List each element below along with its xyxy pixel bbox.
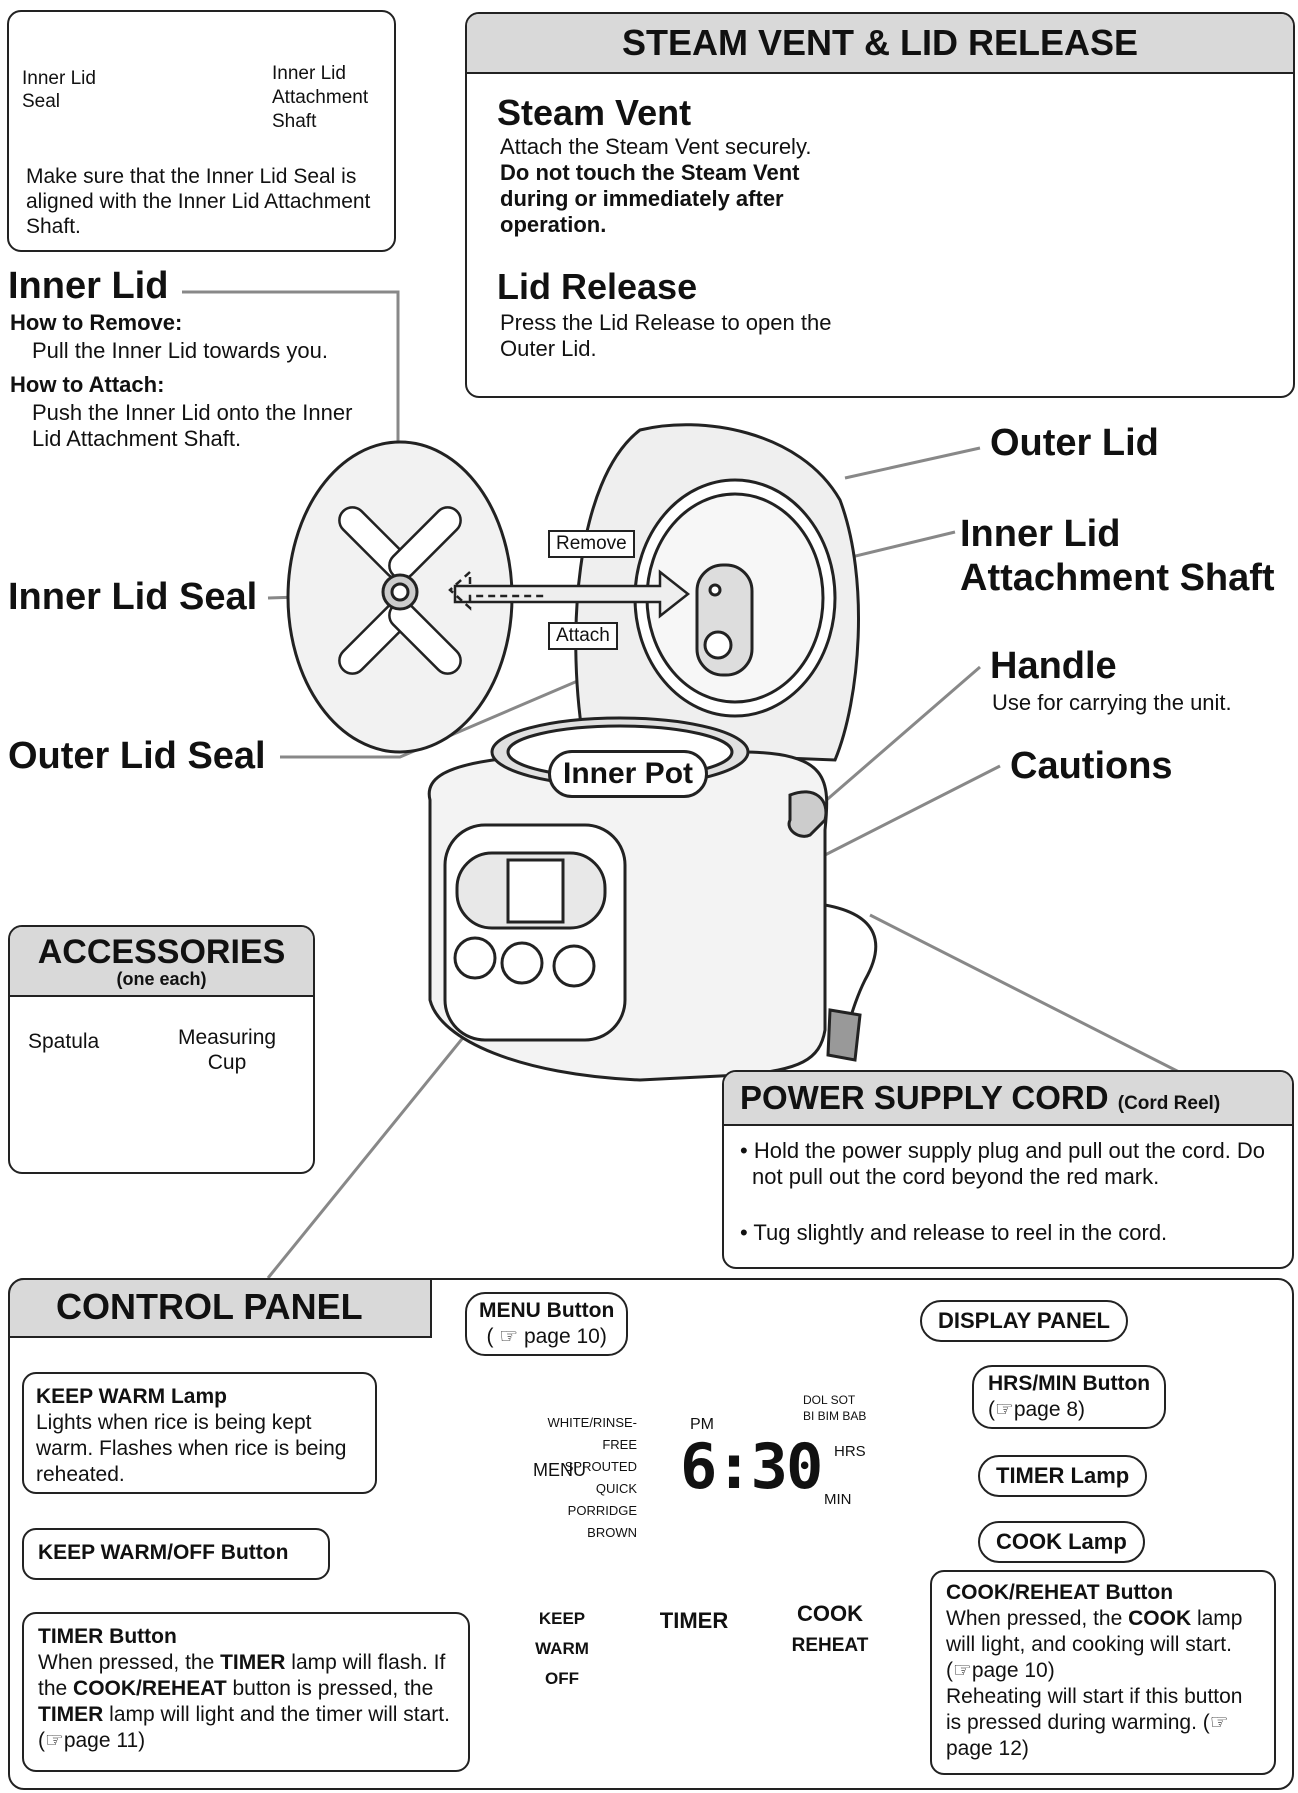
outer-lid-seal-label: Outer Lid Seal — [8, 735, 266, 777]
seal-note-box: Inner Lid Seal Inner Lid Attachment Shaf… — [7, 10, 396, 252]
lid-release-text: Press the Lid Release to open the Outer … — [500, 310, 832, 361]
remove-attach-arrows — [448, 569, 691, 619]
control-panel-header — [8, 1278, 432, 1338]
handle-label: Handle — [990, 645, 1117, 687]
cook-reheat-button[interactable]: COOK REHEAT — [791, 1601, 869, 1656]
inner-pot-label: Inner Pot — [548, 750, 709, 798]
keepwarm-off-button[interactable]: KEEP WARM OFF — [535, 1609, 589, 1688]
steam-vent-warning: Do not touch the Steam Vent during or im… — [500, 160, 800, 237]
cord-leader — [869, 913, 1186, 1077]
control-panel-title: CONTROL PANEL — [56, 1286, 363, 1327]
remove-arrow-label: Remove — [548, 530, 635, 558]
steam-vent-box: STEAM VENT & LID RELEASE Steam Vent Atta… — [465, 12, 1295, 398]
inner-lid-shaft-label: Inner Lid Attachment Shaft — [960, 513, 1275, 599]
outer-lid-leader — [844, 446, 981, 480]
menu-button[interactable]: MENU — [533, 1460, 586, 1480]
time-display: 6:30 — [680, 1430, 823, 1503]
hrs-button[interactable]: HRS — [834, 1443, 866, 1460]
inner-lid-attach-text: Push the Inner Lid onto the Inner Lid At… — [32, 400, 353, 451]
handle-leader — [814, 665, 981, 812]
cord-box: POWER SUPPLY CORD (Cord Reel) • Hold the… — [722, 1070, 1294, 1269]
inner-lid-remove: How to Remove: — [10, 310, 183, 335]
inner-lid-leader — [182, 290, 400, 512]
seal-note-text: Make sure that the Inner Lid Seal is ali… — [26, 165, 371, 238]
dolsot-label: DOL SOT BI BIM BAB — [803, 1393, 867, 1423]
timer-button-callout: TIMER Button When pressed, the TIMER lam… — [22, 1612, 470, 1772]
inner-lid-title: Inner Lid — [8, 265, 169, 307]
min-button[interactable]: MIN — [824, 1491, 852, 1508]
inner-lid-attach: How to Attach: — [10, 372, 165, 397]
shaft-label: Inner Lid Attachment Shaft — [272, 63, 369, 132]
inner-lid-remove-text: Pull the Inner Lid towards you. — [32, 338, 328, 363]
spatula-label: Spatula — [28, 1030, 100, 1053]
steam-vent-heading: Steam Vent — [497, 92, 692, 133]
cautions-label: Cautions — [1010, 745, 1173, 787]
steam-vent-text: Attach the Steam Vent securely. — [500, 134, 812, 159]
inner-lid-seal-label: Inner Lid Seal — [8, 576, 258, 618]
timer-button[interactable]: TIMER — [659, 1608, 729, 1633]
pm-indicator: PM — [690, 1416, 714, 1433]
hrsmin-button-callout: HRS/MIN Button (☞page 8) — [972, 1365, 1167, 1429]
cook-reheat-callout: COOK/REHEAT Button When pressed, the COO… — [930, 1570, 1276, 1775]
seal-label: Inner Lid Seal — [22, 68, 96, 112]
accessories-title: ACCESSORIES — [37, 933, 286, 971]
timer-lamp-callout: TIMER Lamp — [978, 1455, 1148, 1497]
cup-label: Measuring Cup — [178, 1026, 277, 1074]
menu-button-callout: MENU Button ( ☞ page 10) — [465, 1292, 629, 1356]
cord-bullet-1: • Hold the power supply plug and pull ou… — [740, 1138, 1266, 1189]
display-panel-callout: DISPLAY PANEL — [920, 1300, 1128, 1342]
outer-lid-seal-leader — [280, 663, 616, 759]
accessories-subtitle: (one each) — [116, 969, 207, 989]
inner-lid-illustration — [286, 440, 514, 754]
lid-release-heading: Lid Release — [497, 266, 698, 307]
keepwarm-lamp-callout: KEEP WARM Lamp Lights when rice is being… — [22, 1372, 377, 1494]
handle-text: Use for carrying the unit. — [992, 690, 1232, 715]
cautions-leader — [824, 764, 1001, 857]
cook-lamp-callout: COOK Lamp — [978, 1521, 1145, 1563]
menu-items: WHITE/RINSE-FREE SPROUTED QUICK PORRIDGE… — [547, 1415, 637, 1540]
accessories-box: ACCESSORIES (one each) Spatula Measuring… — [8, 925, 315, 1174]
cord-bullet-2: • Tug slightly and release to reel in th… — [740, 1220, 1168, 1245]
keepwarm-off-callout: KEEP WARM/OFF Button — [22, 1528, 330, 1580]
steam-vent-title: STEAM VENT & LID RELEASE — [621, 22, 1139, 63]
cord-title: POWER SUPPLY CORD (Cord Reel) — [740, 1079, 1221, 1116]
attach-arrow-label: Attach — [548, 622, 618, 650]
outer-lid-label: Outer Lid — [990, 422, 1159, 464]
